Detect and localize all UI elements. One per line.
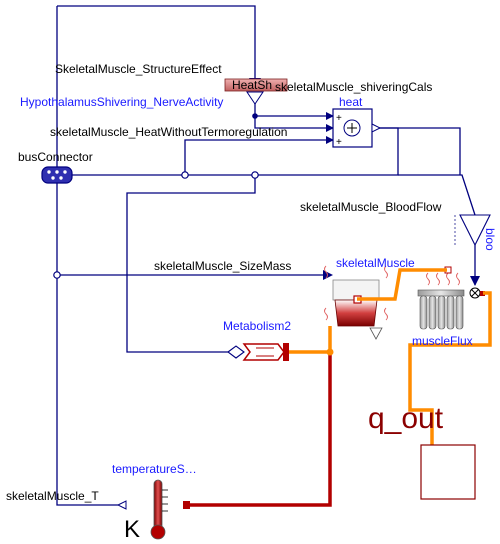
bus-connector-icon[interactable] [41, 166, 73, 184]
bus-pin [47, 170, 51, 174]
muscle-flux-block[interactable] [417, 266, 485, 330]
thermometer-input-port [183, 501, 190, 509]
metabolism-input-port [227, 345, 245, 359]
radiator-fin [455, 295, 464, 330]
labels: SkeletalMuscle_StructureEffect Hypothala… [6, 62, 473, 503]
shivering-cals-label: skeletalMuscle_shiveringCals [275, 80, 432, 94]
thermometer-bulb [150, 524, 166, 540]
q-out-label: q_out [368, 402, 444, 435]
arrow-sum-in2 [326, 124, 334, 132]
thermal-junction [326, 348, 334, 356]
arrow-sum-in3 [326, 136, 334, 144]
junction-dot [53, 271, 61, 279]
wire-radiator-to-qout [408, 291, 492, 445]
skeletal-muscle-block[interactable] [324, 265, 388, 340]
radiator-port-right [480, 291, 485, 296]
blood-flow-label: skeletalMuscle_BloodFlow [300, 200, 442, 214]
heat-capacitor-icon [334, 299, 378, 327]
junction-dot [181, 171, 189, 179]
wire-metabolism-to-capacitor [289, 326, 332, 354]
junction-dots [53, 113, 259, 279]
temperature-label: temperatureS… [112, 462, 197, 476]
arrow-into-muscleflux [470, 276, 480, 286]
heat-sum-block[interactable]: + + [332, 108, 382, 148]
junction-dot-filled [252, 113, 258, 119]
q-out-port[interactable]: q_out [368, 402, 476, 500]
kelvin-label: K [124, 516, 140, 543]
hypothalamus-label: HypothalamusShivering_NerveActivity [20, 95, 223, 109]
heat-block-label: heat [339, 95, 363, 109]
heat-without-label: skeletalMuscle_HeatWithoutTermoregulatio… [50, 125, 287, 139]
metabolism-output-port [283, 343, 289, 361]
radiator-fin [428, 295, 437, 330]
arrow-sum-in1 [326, 112, 334, 120]
wire-metabolism-feed [126, 175, 256, 353]
radiator-heat-lines [426, 272, 460, 286]
capacitor-output-triangle [369, 327, 383, 340]
thermometer-icon [153, 479, 163, 533]
size-mass-label: skeletalMuscle_SizeMass [154, 259, 291, 273]
wire-capacitor-to-radiator [357, 268, 447, 301]
gain-triangle-icon [246, 91, 264, 105]
q-out-box [420, 444, 476, 500]
radiator-fin [437, 295, 446, 330]
thermal-wires [188, 268, 492, 507]
sum-sign-3: + [336, 137, 342, 148]
skeletal-t-label: skeletalMuscle_T [6, 489, 99, 503]
heatsh-label: HeatSh [232, 78, 272, 92]
metabolism-block[interactable] [227, 343, 289, 361]
sum-sign-1: + [336, 113, 342, 124]
valve-x2 [471, 289, 479, 297]
metabolism-label: Metabolism2 [223, 319, 291, 333]
heatsh-block[interactable]: HeatSh [224, 78, 288, 105]
skeletal-muscle-label: skeletalMuscle [336, 256, 415, 270]
wire-thermometer-to-capacitor [188, 352, 332, 507]
bus-body [41, 166, 73, 184]
gain-triangle-icon [459, 214, 491, 247]
bus-pin [59, 176, 63, 180]
muscle-flux-label: muscleFlux [412, 334, 473, 348]
wire-to-bloodflow [398, 174, 476, 216]
radiator-fin [419, 295, 428, 330]
bus-pin [55, 170, 59, 174]
bus-pin [63, 170, 67, 174]
bloodflow-short-label: bloo [483, 228, 497, 251]
signal-wires [56, 5, 476, 506]
heat-source-icon [242, 343, 285, 361]
wire-top-to-heatsh [57, 5, 256, 80]
structure-effect-label: SkeletalMuscle_StructureEffect [55, 62, 222, 76]
bus-pin [51, 176, 55, 180]
heatsh-rect [224, 78, 288, 92]
wire-heat-without [184, 139, 333, 175]
bloodflow-gain-block[interactable]: bloo [454, 214, 497, 251]
heat-waves [324, 265, 388, 321]
temperature-sensor-block[interactable]: K [116, 479, 190, 543]
bus-connector-label: busConnector [18, 150, 93, 164]
radiator-fin [446, 295, 455, 330]
radiator-top [417, 289, 465, 297]
arrow-into-skeletalmuscle [323, 270, 333, 280]
sum-output-port [371, 123, 382, 133]
wire-bus-left-vertical [56, 6, 118, 506]
thermometer-output-port [116, 500, 127, 510]
wire-heat-output [372, 127, 461, 175]
wire-heatsh-down [254, 92, 333, 129]
junction-dot [251, 171, 259, 179]
